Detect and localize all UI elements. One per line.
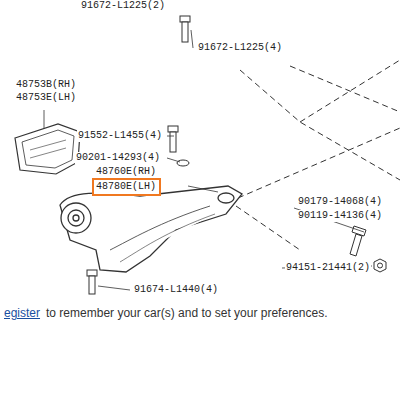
leader-lines [44, 30, 372, 290]
bolt [87, 270, 97, 294]
cover-bracket [15, 124, 80, 174]
notice-text: to remember your car(s) and to set your … [45, 306, 328, 320]
part-number: 48753E(LH) [15, 92, 77, 104]
part-number: 90201-14293(4) [75, 152, 161, 164]
part-number: 91672-L1225(2) [80, 0, 166, 12]
part-number: 91672-L1225(4) [197, 42, 283, 54]
bolt [180, 16, 190, 42]
nut [374, 259, 386, 272]
part-number: 48753B(RH) [15, 79, 77, 91]
part-number: 91674-L1440(4) [133, 284, 219, 296]
part-number: 90119-14136(4) [297, 210, 383, 222]
register-link: egister [3, 306, 41, 320]
highlight-box: 48780E(LH) [92, 178, 161, 196]
part-number: 90179-14068(4) [297, 196, 383, 208]
control-arm [60, 186, 242, 272]
part-number: 91552-L1455(4) [77, 130, 163, 142]
bolt-and-washer [168, 126, 189, 166]
part-number: 94151-21441(2) [285, 262, 371, 274]
phantom-lines [236, 60, 400, 250]
bolt [350, 226, 366, 256]
part-number: 48780E(LH) [96, 181, 157, 193]
part-number: 48760E(RH) [95, 166, 157, 178]
